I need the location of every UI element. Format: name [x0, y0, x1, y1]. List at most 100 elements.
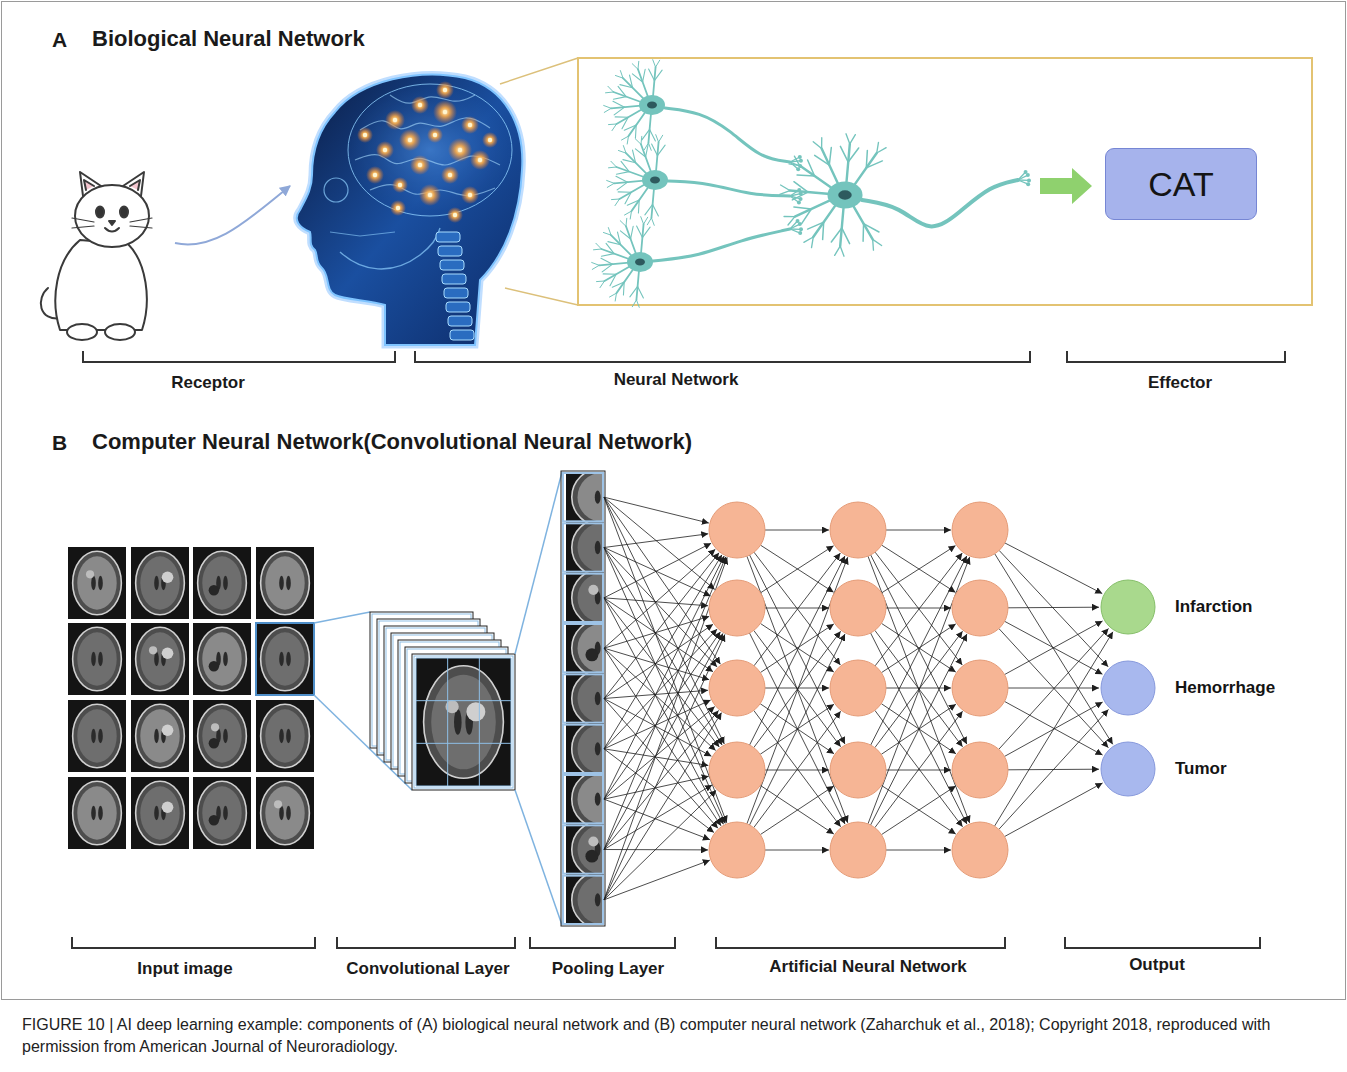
mri-brain: [202, 556, 241, 609]
dendrite-tip: [597, 281, 605, 283]
weight-arrow: [881, 786, 955, 835]
mri-brain: [265, 786, 304, 839]
mri-ventricle: [154, 576, 159, 590]
weight-arrow: [604, 497, 720, 664]
weight-arrow: [604, 634, 725, 899]
dendrite-tip: [780, 191, 790, 195]
weight-arrow: [604, 700, 711, 749]
weight-arrow: [886, 608, 951, 609]
output-class-circle: Hemorrhage: [1100, 660, 1156, 716]
mri-brain: [140, 556, 179, 609]
weight-arrow: [604, 648, 709, 680]
dendrite-tip: [653, 60, 656, 67]
pooled-tile: [566, 522, 604, 572]
kernel-grid-line: [416, 786, 511, 787]
mri-skull: [261, 551, 310, 614]
synaptic-knob: [798, 231, 802, 235]
mri-skull: [572, 673, 604, 723]
neural-activity-core: [458, 148, 462, 152]
weight-arrow: [604, 534, 708, 548]
dendrite-tip: [615, 293, 616, 301]
section-label: Pooling Layer: [552, 959, 664, 979]
dendrite-tip: [813, 142, 821, 149]
pooled-tile: [566, 623, 604, 673]
dendrite: [638, 69, 648, 97]
mri-background: [566, 875, 604, 925]
section-label: Effector: [1148, 373, 1212, 393]
dendrite-tip: [794, 156, 799, 165]
dendrite-branch: [646, 144, 649, 157]
mri-brain: [578, 674, 604, 723]
weight-arrow: [760, 785, 833, 834]
mri-ventricle: [223, 729, 228, 743]
mri-brain: [202, 632, 241, 685]
dendrite-tip: [620, 221, 626, 227]
output-class-label: Hemorrhage: [1175, 678, 1275, 698]
feature-map: [412, 654, 515, 790]
output-arrow: [1040, 168, 1092, 204]
cat-drawing: [41, 172, 152, 340]
dendrite-tip: [637, 61, 639, 69]
synaptic-knob: [1027, 178, 1031, 182]
weight-arrow: [999, 709, 1109, 829]
dendrite-tip: [612, 124, 616, 131]
dendrite-branch: [633, 150, 636, 163]
synaptic-knob: [799, 159, 803, 163]
section-label: Input image: [137, 959, 232, 979]
mri-brain: [77, 786, 116, 839]
bracket: [1065, 937, 1260, 948]
mri-skull: [572, 472, 604, 522]
dendrite-branch: [627, 200, 639, 205]
bracket: [72, 937, 315, 948]
ann-neuron: [830, 502, 886, 558]
figure-frame: [2, 2, 1346, 1000]
neural-activity-glow: [411, 96, 429, 114]
ann-connections: [604, 497, 1113, 900]
cat-eye: [96, 207, 104, 218]
weight-arrow: [1005, 621, 1103, 675]
mri-skull: [73, 781, 122, 844]
output-circle-shape: [1100, 579, 1156, 635]
zoom-line: [500, 58, 578, 84]
neural-activity-glow: [482, 132, 498, 148]
dendrite-branch: [848, 148, 858, 162]
zoom-line: [314, 612, 370, 623]
pooled-tile: [566, 824, 604, 874]
weight-arrow: [886, 850, 951, 851]
dendrite-branch: [601, 254, 614, 257]
neural-activity-core: [383, 148, 387, 152]
mri-background: [193, 700, 251, 772]
mri-brain: [140, 786, 179, 839]
weight-arrow: [604, 713, 722, 900]
dendrite-tip: [656, 60, 660, 67]
dendrite: [795, 200, 832, 217]
mri-skull: [136, 551, 185, 614]
mri-brain: [140, 632, 179, 685]
neural-activity-core: [418, 103, 422, 107]
mri-brain: [578, 473, 604, 522]
bracket: [716, 937, 1005, 948]
dendrite-tip: [608, 86, 614, 92]
bracket: [1067, 351, 1285, 362]
mri-brain: [265, 709, 304, 762]
weight-arrow: [765, 530, 829, 531]
head-silhouette: [297, 75, 523, 345]
dendrite-tip: [640, 136, 642, 144]
dendrite-tip: [840, 246, 844, 256]
dendrite-tip: [604, 108, 611, 112]
mri-background: [193, 623, 251, 695]
neural-activity-glow: [385, 110, 405, 130]
dendrite-branch: [808, 160, 815, 176]
weight-arrow: [881, 704, 956, 754]
mri-background: [566, 472, 604, 522]
dendrite-tip: [647, 218, 651, 225]
dendrite-branch: [635, 149, 645, 157]
dendrite: [800, 166, 833, 189]
dendrite-branch: [864, 224, 879, 232]
ann-neuron: [952, 580, 1008, 636]
weight-arrow: [760, 624, 833, 673]
cat-nose: [109, 221, 115, 225]
dendrite: [641, 144, 651, 172]
neural-activity-glow: [436, 81, 454, 99]
kernel-grid-line: [416, 658, 417, 786]
